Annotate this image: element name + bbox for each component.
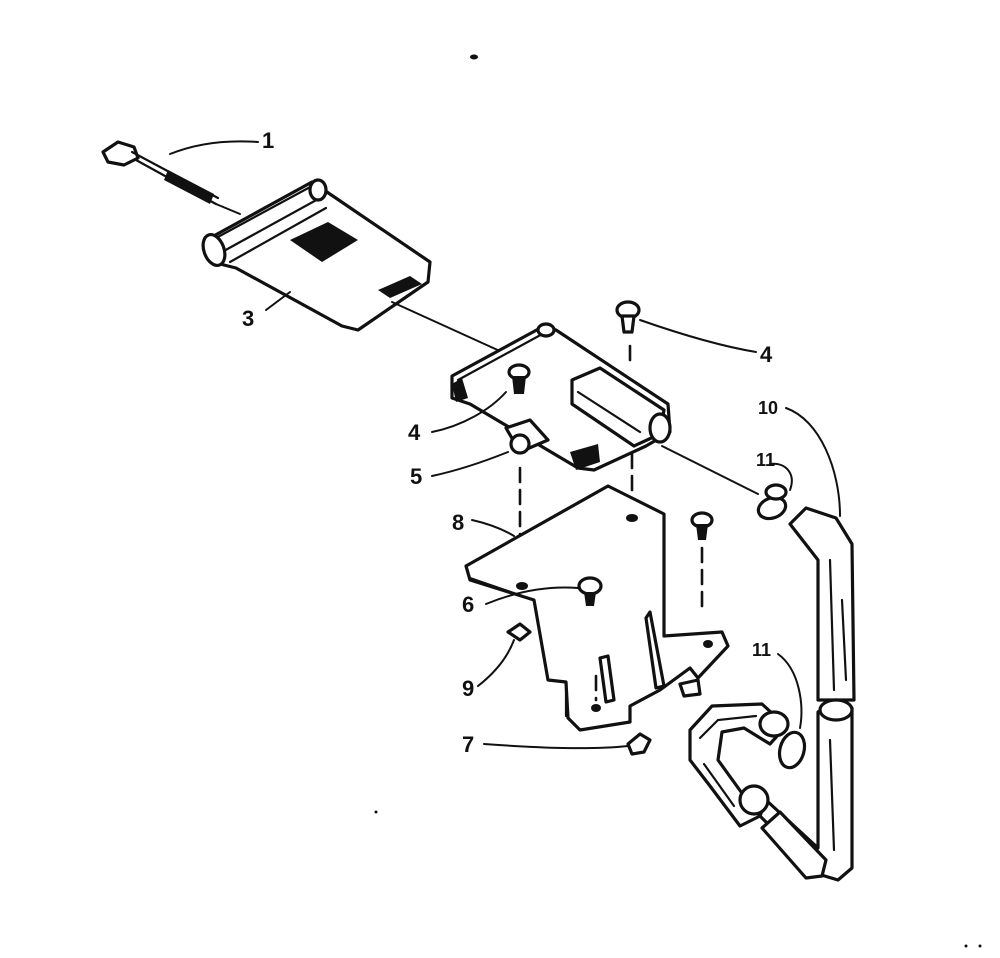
bracket-screw-right <box>690 511 714 614</box>
callout-3: 3 <box>242 306 254 331</box>
speck-left <box>374 810 378 814</box>
speck-top <box>470 54 478 60</box>
leader-8 <box>471 519 515 537</box>
speck-corner-2 <box>978 944 982 948</box>
callout-11-upper: 11 <box>756 450 775 470</box>
leader-10 <box>785 407 841 517</box>
part-6-screw <box>516 576 603 606</box>
part-10-hose <box>688 506 856 882</box>
leader-6 <box>485 586 579 605</box>
part-3-cover <box>201 178 432 332</box>
leader-4b <box>431 391 507 433</box>
callout-9: 9 <box>462 676 474 701</box>
callout-4-upper: 4 <box>760 342 773 367</box>
callout-1: 1 <box>262 128 274 153</box>
part-1-valve-stem <box>101 140 241 215</box>
part-11-clamp-upper <box>756 483 788 521</box>
part-8-bracket <box>464 484 730 732</box>
callout-8: 8 <box>452 510 464 535</box>
part-7-nut <box>594 674 652 756</box>
part-4-screw-body <box>507 363 531 394</box>
assembly-line-to-clamp <box>661 445 759 495</box>
callout-5: 5 <box>410 464 422 489</box>
callout-10: 10 <box>758 398 778 418</box>
part-9-washer <box>506 622 532 642</box>
leader-11a <box>769 462 793 491</box>
leader-3 <box>265 291 291 311</box>
leader-5 <box>431 451 509 477</box>
leader-11b <box>777 653 803 729</box>
leader-4a <box>639 319 757 353</box>
speck-corner <box>964 944 968 948</box>
callout-6: 6 <box>462 592 474 617</box>
leader-9 <box>477 639 515 687</box>
leader-1 <box>169 140 259 155</box>
valve-body <box>450 322 672 472</box>
part-11-clamp-lower <box>777 730 807 770</box>
assembly-line-3-to-body <box>391 301 503 353</box>
part-4-screw-upper <box>615 300 641 368</box>
callout-7: 7 <box>462 732 474 757</box>
callout-4-body: 4 <box>408 420 421 445</box>
leader-7 <box>483 743 629 750</box>
callout-11-lower: 11 <box>752 640 771 660</box>
